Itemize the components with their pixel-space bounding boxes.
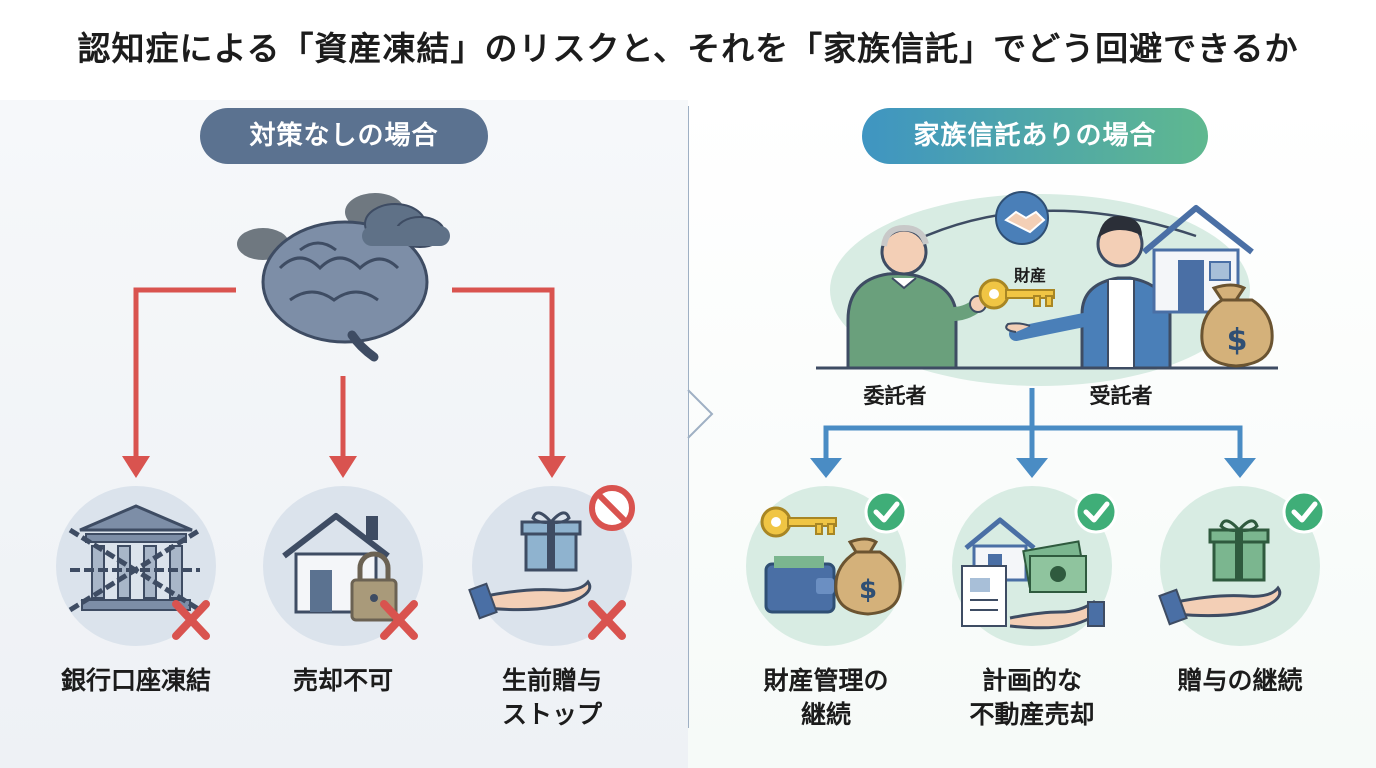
key-wallet-icon: $ xyxy=(760,506,902,616)
asset-management-label-line2: 継続 xyxy=(800,700,851,729)
settlor-figure xyxy=(846,224,987,370)
key-icon xyxy=(978,278,1055,310)
svg-text:$: $ xyxy=(859,575,877,605)
arrow-head-icon xyxy=(329,456,357,478)
arrow-head-icon xyxy=(810,458,842,478)
arrow-head-icon xyxy=(122,456,150,478)
money-bag-icon: $ xyxy=(1200,283,1274,368)
cross-icon xyxy=(172,600,210,640)
cross-icon xyxy=(380,600,418,640)
gift-hand-icon xyxy=(468,511,592,620)
bank-frozen-label: 銀行口座凍結 xyxy=(60,666,211,695)
divider-chevron-icon xyxy=(687,389,714,439)
left-heading-pill: 対策なしの場合 xyxy=(200,108,488,164)
asset-label: 財産 xyxy=(1014,266,1047,285)
gift-stopped-label-line1: 生前贈与 xyxy=(501,666,602,695)
brain-cloud-icon xyxy=(237,193,450,362)
check-icon xyxy=(1282,490,1326,534)
planned-sale-label: 計画的な 不動産売却 xyxy=(922,664,1142,732)
settlor-label: 委託者 xyxy=(863,384,927,408)
arrow-head-icon xyxy=(1224,458,1256,478)
planned-sale-label-line1: 計画的な xyxy=(981,666,1082,695)
arrow-head-icon xyxy=(1016,458,1048,478)
page-title: 認知症による「資産凍結」のリスクと、それを「家族信託」でどう回避できるか xyxy=(77,29,1299,68)
bank-chain-icon xyxy=(68,504,202,613)
handshake-icon xyxy=(995,191,1049,245)
sale-blocked-label: 売却不可 xyxy=(292,666,393,695)
right-heading-pill: 家族信託ありの場合 xyxy=(862,108,1208,164)
cross-icon xyxy=(588,600,626,640)
property-sale-icon xyxy=(961,517,1105,630)
gift-hand-icon xyxy=(1158,519,1282,626)
risk-arrows xyxy=(133,287,555,464)
check-icon xyxy=(1074,490,1118,534)
svg-text:$: $ xyxy=(1227,323,1248,358)
gift-continue-label: 贈与の継続 xyxy=(1177,666,1303,695)
asset-management-label: 財産管理の 継続 xyxy=(716,664,936,732)
gift-stopped-label-line2: ストップ xyxy=(501,700,602,729)
trustee-label: 受託者 xyxy=(1089,384,1153,408)
asset-management-label-line1: 財産管理の xyxy=(763,666,889,695)
panel-divider xyxy=(688,106,689,728)
arrow-head-icon xyxy=(538,456,566,478)
trustee-figure xyxy=(1005,215,1172,370)
planned-sale-label-line2: 不動産売却 xyxy=(969,700,1095,729)
prohibited-icon xyxy=(589,485,635,531)
gift-stopped-label: 生前贈与 ストップ xyxy=(452,664,652,732)
check-icon xyxy=(864,490,908,534)
